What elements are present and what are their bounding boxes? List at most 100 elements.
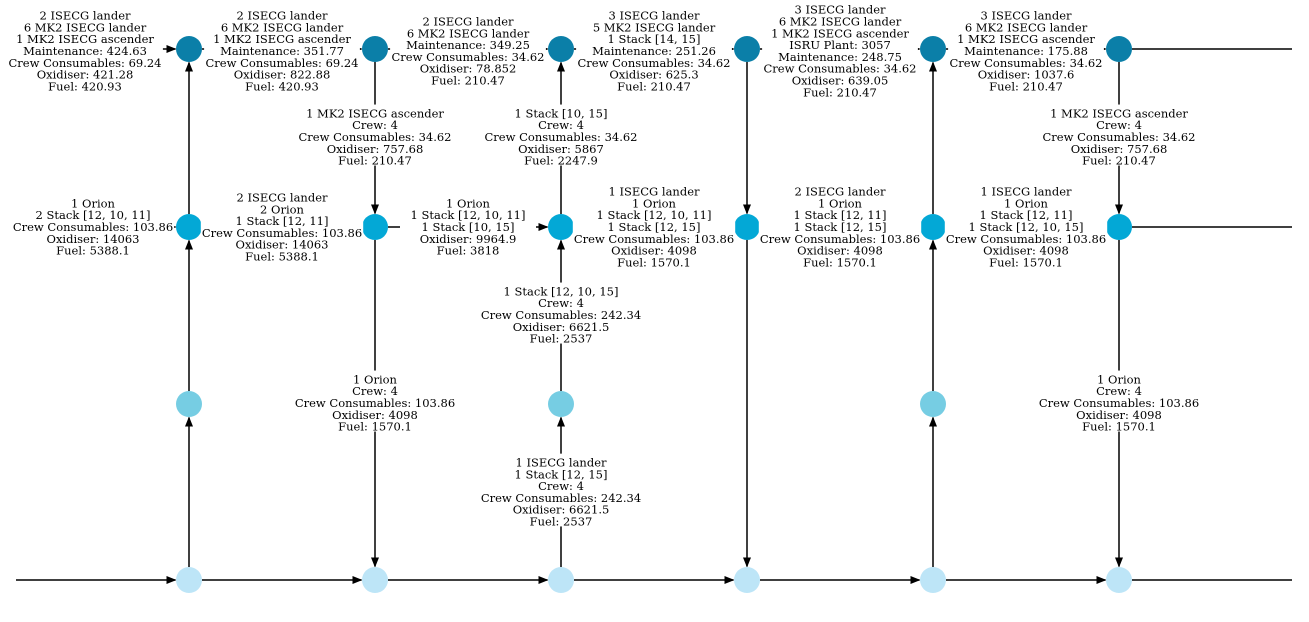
edge-label-line: 6 MK2 ISECG lander bbox=[24, 20, 147, 34]
node-c3-top bbox=[548, 36, 574, 62]
edge-label-line: ISRU Plant: 3057 bbox=[789, 38, 891, 52]
edge-label-line: Fuel: 2247.9 bbox=[524, 154, 598, 168]
edge-label-line: Crew: 4 bbox=[1096, 384, 1142, 398]
edge-label-line: 2 Orion bbox=[260, 202, 304, 216]
edge-label-line: Crew Consumables: 103.86 bbox=[1039, 396, 1199, 410]
edge-label-line: Fuel: 2537 bbox=[530, 515, 593, 529]
edge-label-line: Oxidiser: 4098 bbox=[1076, 408, 1162, 422]
edge-label-bg bbox=[576, 6, 732, 92]
node-c1-upper bbox=[176, 214, 202, 240]
edge-label-line: Maintenance: 251.26 bbox=[592, 44, 716, 58]
edge-label-line: 1 Orion bbox=[71, 196, 115, 210]
edge-label-bg bbox=[1037, 370, 1201, 432]
node-c1-top bbox=[176, 36, 202, 62]
edge-label-line: Crew Consumables: 34.62 bbox=[578, 56, 731, 70]
edge-label-line: Crew: 4 bbox=[538, 479, 584, 493]
edge-label-line: 1 MK2 ISECG ascender bbox=[213, 32, 351, 46]
edge-label-line: 3 ISECG lander bbox=[980, 9, 1072, 23]
edge-label-line: 6 MK2 ISECG lander bbox=[221, 20, 344, 34]
edge-label-line: Maintenance: 175.88 bbox=[964, 44, 1088, 58]
edge-label-line: 1 ISECG lander bbox=[608, 185, 700, 199]
edge-label-line: Crew Consumables: 103.86 bbox=[13, 220, 173, 234]
edge-label-bg bbox=[572, 182, 736, 268]
node-c6-bottom bbox=[1106, 567, 1132, 593]
edge-label-line: 2 ISECG lander bbox=[794, 185, 886, 199]
edge-label-bg bbox=[293, 370, 457, 432]
node-c3-upper bbox=[548, 214, 574, 240]
node-c4-upper bbox=[734, 214, 760, 240]
edge-label-line: Crew Consumables: 242.34 bbox=[481, 308, 641, 322]
edge-label-line: Crew: 4 bbox=[352, 118, 398, 132]
edge-label-line: 1 Orion bbox=[446, 196, 490, 210]
edge-label-line: Crew Consumables: 103.86 bbox=[295, 396, 455, 410]
node-c2-upper bbox=[362, 214, 388, 240]
edge-label-line: 1 Stack [10, 15] bbox=[515, 106, 608, 120]
edge-label-line: Oxidiser: 757.68 bbox=[327, 142, 424, 156]
edge-label-line: Oxidiser: 4098 bbox=[332, 408, 418, 422]
edge-label-bg bbox=[297, 104, 453, 166]
edge-label-line: Crew Consumables: 103.86 bbox=[760, 232, 920, 246]
edge-label-line: 1 Orion bbox=[1097, 372, 1141, 386]
edge-label-bg bbox=[7, 6, 163, 92]
edge-label-line: Crew Consumables: 69.24 bbox=[206, 56, 359, 70]
node-c5-middle bbox=[920, 391, 946, 417]
edge-label-line: Fuel: 3818 bbox=[437, 244, 500, 258]
edge-label-line: Crew Consumables: 34.62 bbox=[299, 130, 452, 144]
edge-label-line: 2 Stack [12, 10, 11] bbox=[36, 208, 151, 222]
edge-label-line: Crew: 4 bbox=[1096, 118, 1142, 132]
edge-label-line: Oxidiser: 78.852 bbox=[420, 62, 517, 76]
edge-label-line: Oxidiser: 14063 bbox=[236, 238, 329, 252]
edge-label-line: Oxidiser: 4098 bbox=[611, 244, 697, 258]
edge-label-line: 3 ISECG lander bbox=[794, 3, 886, 17]
edge-label-line: 5 MK2 ISECG lander bbox=[593, 20, 716, 34]
node-c4-bottom bbox=[734, 567, 760, 593]
nodes-layer bbox=[176, 36, 1132, 593]
edge-label-line: Oxidiser: 1037.6 bbox=[978, 68, 1075, 82]
edge-label-line: Maintenance: 424.63 bbox=[23, 44, 147, 58]
edge-label-line: Crew: 4 bbox=[538, 296, 584, 310]
node-c3-bottom bbox=[548, 567, 574, 593]
node-c1-bottom bbox=[176, 567, 202, 593]
edge-label-bg bbox=[11, 194, 175, 256]
edge-label-line: Fuel: 210.47 bbox=[338, 154, 412, 168]
node-c5-top bbox=[920, 36, 946, 62]
edge-label-line: 1 Stack [12, 11] bbox=[794, 208, 887, 222]
edge-label-line: 1 ISECG lander bbox=[980, 185, 1072, 199]
edge-label-bg bbox=[479, 282, 643, 344]
edge-label-line: 1 Stack [12, 10, 11] bbox=[597, 208, 712, 222]
edge-label-line: 2 ISECG lander bbox=[236, 9, 328, 23]
edge-label-line: Maintenance: 351.77 bbox=[220, 44, 344, 58]
edge-label-line: 2 ISECG lander bbox=[39, 9, 131, 23]
edge-label-line: Fuel: 420.93 bbox=[245, 79, 319, 93]
edge-label-line: 6 MK2 ISECG lander bbox=[965, 20, 1088, 34]
edge-label-line: Fuel: 1570.1 bbox=[803, 255, 877, 269]
node-c6-upper bbox=[1106, 214, 1132, 240]
node-c3-middle bbox=[548, 391, 574, 417]
edge-label-line: Fuel: 1570.1 bbox=[338, 420, 412, 434]
edge-label-line: Crew Consumables: 34.62 bbox=[485, 130, 638, 144]
edge-label-bg bbox=[204, 6, 360, 92]
node-c2-bottom bbox=[362, 567, 388, 593]
edge-label-line: Crew Consumables: 103.86 bbox=[946, 232, 1106, 246]
edge-label-line: Crew Consumables: 34.62 bbox=[1043, 130, 1196, 144]
edge-label-line: Crew: 4 bbox=[538, 118, 584, 132]
edge-label-line: Fuel: 5388.1 bbox=[245, 250, 319, 264]
edge-label-line: 1 Stack [12, 15] bbox=[608, 220, 701, 234]
edge-label-line: Fuel: 210.47 bbox=[617, 79, 691, 93]
edge-label-line: 1 ISECG lander bbox=[515, 456, 607, 470]
edge-label-line: Fuel: 2537 bbox=[530, 332, 593, 346]
edge-label-line: 1 MK2 ISECG ascender bbox=[306, 106, 444, 120]
